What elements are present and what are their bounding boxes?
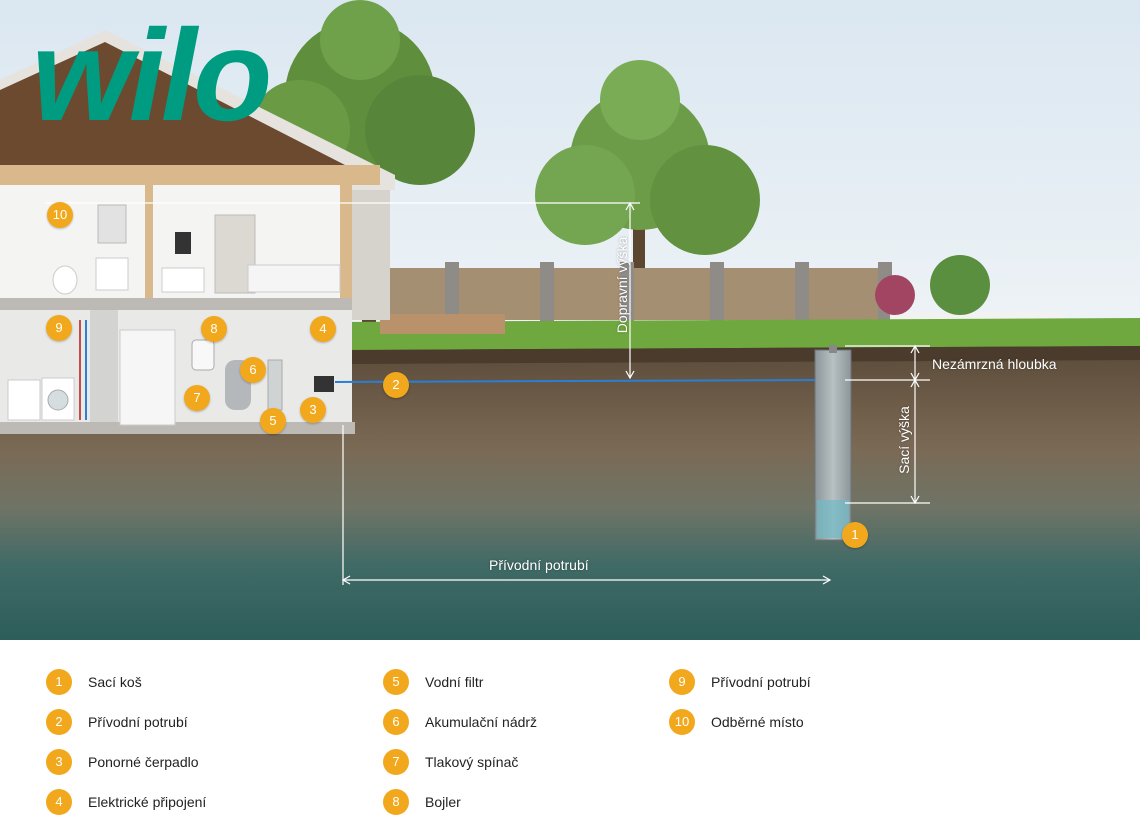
legend-label: Akumulační nádrž [425, 714, 538, 730]
legend-marker: 7 [383, 749, 409, 775]
legend-label: Odběrné místo [711, 714, 804, 730]
marker-3: 3 [300, 397, 326, 423]
wilo-logo: wilo [32, 2, 273, 148]
marker-8: 8 [201, 316, 227, 342]
legend-marker: 10 [669, 709, 695, 735]
legend-marker: 3 [46, 749, 72, 775]
legend-label: Elektrické připojení [88, 794, 207, 810]
legend-item: 9 Přívodní potrubí [669, 669, 811, 695]
garden-fence [390, 262, 1065, 334]
marker-2: 2 [383, 372, 409, 398]
legend-item: 5 Vodní filtr [383, 669, 484, 695]
label-delivery-height: Dopravní výška [614, 236, 630, 334]
legend-item: 3 Ponorné čerpadlo [46, 749, 199, 775]
legend: 1 Sací koš 2 Přívodní potrubí 3 Ponorné … [0, 640, 1140, 815]
house-cutaway [0, 30, 395, 434]
legend-marker: 2 [46, 709, 72, 735]
marker-9: 9 [46, 315, 72, 341]
legend-item: 4 Elektrické připojení [46, 789, 207, 815]
legend-item: 1 Sací koš [46, 669, 142, 695]
scene-artwork [0, 0, 1140, 640]
legend-label: Přívodní potrubí [88, 714, 188, 730]
label-suction-height: Sací výška [896, 406, 912, 474]
label-supply-pipe: Přívodní potrubí [489, 557, 589, 573]
wilo-logo-text: wilo [32, 2, 269, 148]
legend-marker: 9 [669, 669, 695, 695]
tree-left [250, 0, 475, 340]
legend-marker: 1 [46, 669, 72, 695]
legend-marker: 8 [383, 789, 409, 815]
label-frost-depth: Nezámrzná hloubka [932, 356, 1057, 372]
legend-label: Vodní filtr [425, 674, 484, 690]
lawn [340, 318, 1140, 352]
marker-1: 1 [842, 522, 868, 548]
marker-10: 10 [47, 202, 73, 228]
legend-item: 6 Akumulační nádrž [383, 709, 538, 735]
legend-marker: 6 [383, 709, 409, 735]
marker-4: 4 [310, 316, 336, 342]
legend-label: Tlakový spínač [425, 754, 519, 770]
legend-label: Ponorné čerpadlo [88, 754, 199, 770]
legend-label: Bojler [425, 794, 461, 810]
marker-6: 6 [240, 357, 266, 383]
legend-marker: 5 [383, 669, 409, 695]
marker-5: 5 [260, 408, 286, 434]
legend-label: Sací koš [88, 674, 142, 690]
legend-item: 10 Odběrné místo [669, 709, 804, 735]
illustration-scene: wilo 1 2 3 4 5 6 7 8 9 10 Dopravní výška… [0, 0, 1140, 640]
marker-7: 7 [184, 385, 210, 411]
dimension-lines [45, 201, 930, 585]
legend-item: 7 Tlakový spínač [383, 749, 519, 775]
legend-marker: 4 [46, 789, 72, 815]
legend-label: Přívodní potrubí [711, 674, 811, 690]
soil-cross-section [0, 346, 1140, 640]
legend-item: 8 Bojler [383, 789, 461, 815]
legend-item: 2 Přívodní potrubí [46, 709, 188, 735]
